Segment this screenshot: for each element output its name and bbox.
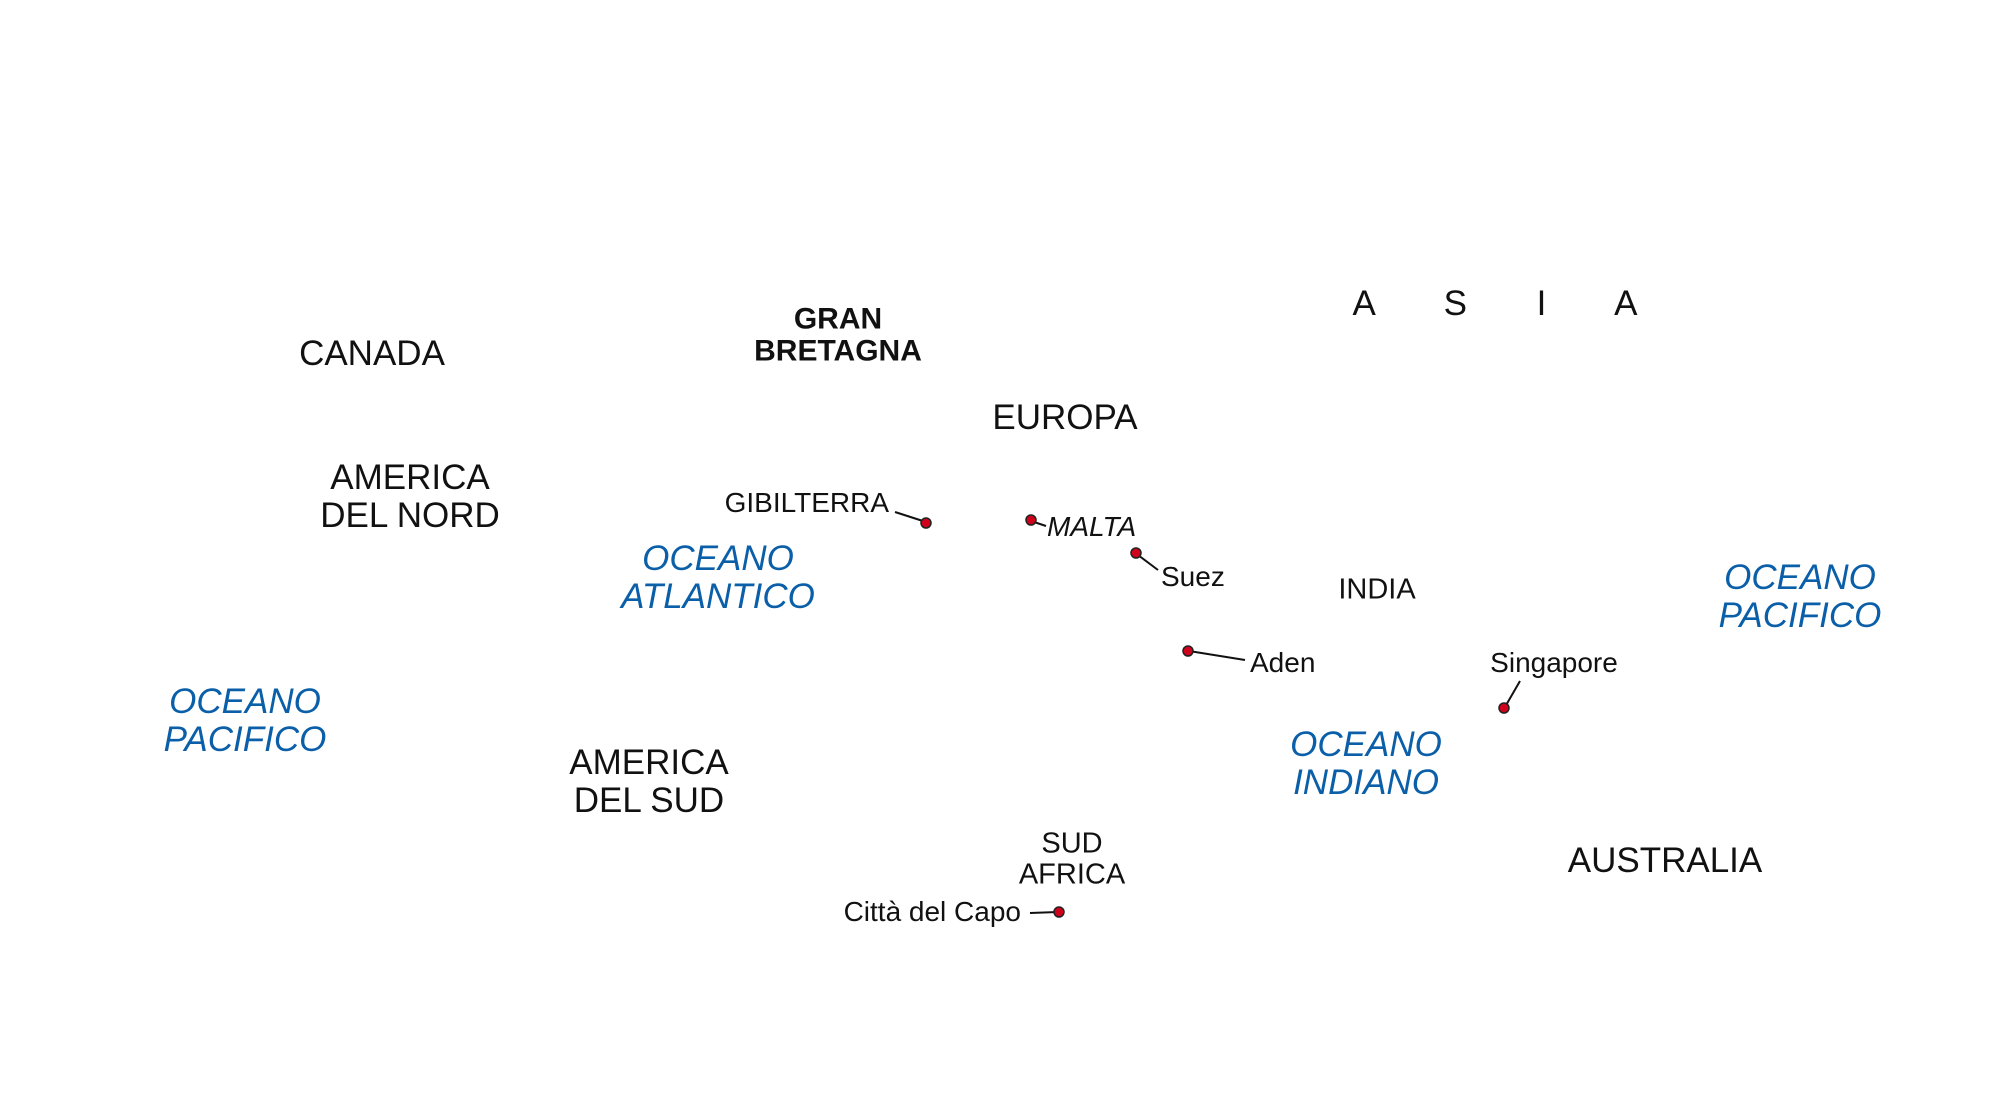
label-america-del-nord-line-2: DEL NORD	[320, 496, 500, 535]
label-america-del-nord: AMERICA DEL NORD	[320, 459, 500, 535]
label-oceano-pacifico-east-line-1: OCEANO	[1724, 558, 1876, 598]
gibilterra-marker[interactable]	[920, 517, 932, 529]
label-oceano-atlantico: OCEANO ATLANTICO	[621, 540, 815, 616]
label-oceano-pacifico-west-line-1: OCEANO	[169, 682, 321, 722]
label-oceano-pacifico-west-line-2: PACIFICO	[163, 720, 327, 759]
label-america-del-sud: AMERICA DEL SUD	[569, 744, 728, 820]
suez-leader-line	[1137, 554, 1159, 571]
aden-leader-line	[1188, 650, 1246, 661]
label-asia-text: A S I A	[1352, 284, 1668, 324]
label-oceano-pacifico-west: OCEANO PACIFICO	[164, 683, 327, 759]
label-america-del-sud-line-2: DEL SUD	[573, 781, 725, 820]
label-oceano-indiano-line-2: INDIANO	[1293, 763, 1439, 802]
label-oceano-atlantico-line-2: ATLANTICO	[621, 577, 815, 616]
label-sud-africa: SUD AFRICA	[1018, 827, 1126, 892]
label-gran-bretagna-line-1: GRAN	[793, 302, 883, 336]
label-australia-text: AUSTRALIA	[1567, 841, 1763, 881]
singapore-leader-line	[1504, 680, 1521, 708]
label-oceano-indiano: OCEANO INDIANO	[1290, 726, 1442, 802]
suez-marker[interactable]	[1130, 547, 1142, 559]
label-citta-del-capo-text: Città del Capo	[843, 895, 1021, 927]
label-america-del-sud-line-1: AMERICA	[569, 743, 729, 783]
singapore-marker[interactable]	[1498, 702, 1510, 714]
label-oceano-pacifico-east-line-2: PACIFICO	[1718, 596, 1882, 635]
aden-marker[interactable]	[1182, 645, 1194, 657]
label-sud-africa-line-2: AFRICA	[1018, 859, 1126, 891]
label-gibilterra: GIBILTERRA	[724, 486, 889, 518]
label-europa-text: EUROPA	[992, 398, 1138, 438]
label-gibilterra-text: GIBILTERRA	[724, 486, 889, 518]
label-oceano-indiano-line-1: OCEANO	[1290, 725, 1442, 765]
label-suez: Suez	[1161, 560, 1225, 592]
label-sud-africa-line-1: SUD	[1041, 827, 1103, 860]
label-singapore: Singapore	[1490, 646, 1618, 678]
label-america-del-nord-line-1: AMERICA	[330, 458, 490, 498]
label-gran-bretagna-line-2: BRETAGNA	[754, 335, 922, 368]
label-suez-text: Suez	[1161, 560, 1225, 592]
label-oceano-atlantico-line-1: OCEANO	[642, 539, 794, 579]
label-malta-text: MALTA	[1047, 510, 1137, 542]
label-oceano-pacifico-east: OCEANO PACIFICO	[1719, 559, 1882, 635]
malta-marker[interactable]	[1025, 514, 1037, 526]
label-canada: CANADA	[299, 335, 445, 373]
label-aden: Aden	[1250, 646, 1316, 678]
label-asia: A S I A	[1352, 285, 1667, 323]
label-citta-del-capo: Città del Capo	[843, 895, 1021, 927]
label-canada-text: CANADA	[299, 334, 445, 374]
label-india-text: INDIA	[1338, 573, 1416, 606]
label-singapore-text: Singapore	[1490, 646, 1618, 678]
citta-del-capo-marker[interactable]	[1053, 906, 1065, 918]
gibilterra-leader-line	[894, 511, 927, 523]
label-europa: EUROPA	[992, 399, 1137, 437]
label-malta: MALTA	[1047, 510, 1137, 542]
label-australia: AUSTRALIA	[1568, 842, 1763, 880]
label-aden-text: Aden	[1250, 646, 1316, 678]
label-india: INDIA	[1338, 573, 1416, 606]
label-gran-bretagna: GRAN BRETAGNA	[754, 302, 922, 369]
